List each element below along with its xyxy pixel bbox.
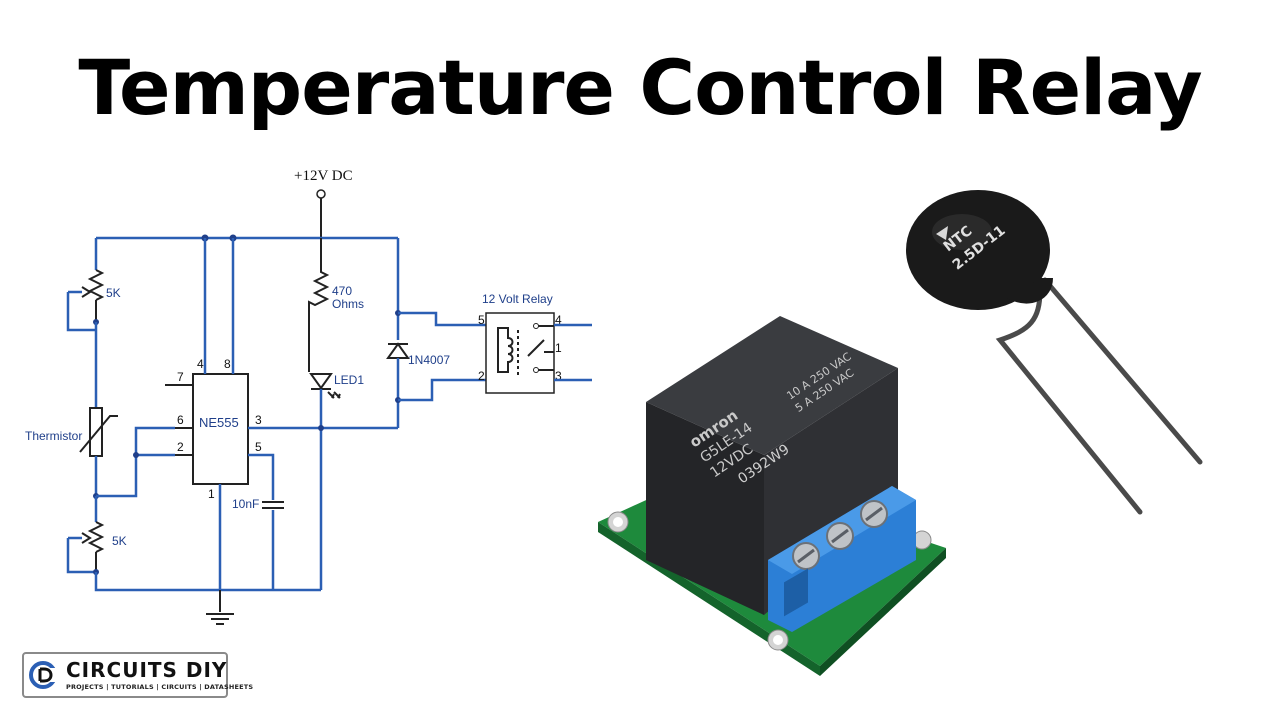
relay-coil: [497, 327, 514, 373]
ntc-triangle-mark: [936, 226, 948, 240]
logo-name: CIRCUITS DIY: [66, 658, 228, 682]
relay-pin-2: 2: [478, 369, 485, 383]
relay-contact: [533, 367, 539, 373]
pot-bottom-wiper-wire: [66, 536, 96, 574]
ic-pin-2: 2: [177, 440, 184, 454]
ic-pin-8: 8: [224, 357, 231, 371]
thermistor-label: Thermistor: [25, 429, 82, 443]
thermistor-slash: [79, 415, 118, 453]
circuit-logo-icon: [29, 661, 58, 689]
led-light-arrows: [327, 391, 341, 399]
pot-top-label: 5K: [106, 286, 121, 300]
thermistor-neck: [1005, 276, 1053, 304]
relay-top: [646, 316, 898, 455]
relay-pin-1: 1: [555, 341, 562, 355]
terminal-slot: [784, 568, 808, 617]
relay-label: 12 Volt Relay: [482, 292, 553, 306]
ic-pin-4: 4: [197, 357, 204, 371]
ne555-chip: [192, 373, 249, 485]
capacitor-label: 10nF: [232, 497, 259, 511]
resistor-unit: Ohms: [332, 297, 364, 311]
thermistor-highlight: [932, 214, 992, 250]
resistor-value: 470: [332, 284, 352, 298]
mounting-hole: [613, 517, 623, 527]
ic-pin-5: 5: [255, 440, 262, 454]
junction-dot: [133, 452, 139, 458]
ground-rail-wire: [94, 572, 321, 592]
circuit-schematic: +12V DC 5K Thermistor 5K: [25, 168, 592, 625]
wire-pin5: [248, 453, 275, 500]
wire-pin6: [96, 426, 175, 498]
screw-slot: [865, 506, 883, 522]
ic-pin-1: 1: [208, 487, 215, 501]
relay-pin-4: 4: [555, 313, 562, 327]
relay-front: [646, 402, 764, 615]
pot-top-symbol: [87, 269, 105, 301]
relay-pin-5: 5: [478, 313, 485, 327]
diode-symbol: [386, 342, 410, 359]
screw-slot: [831, 528, 849, 544]
pot-top-wiper-wire: [66, 290, 96, 332]
wire-relay-5: [398, 311, 486, 327]
pot-bottom-label: 5K: [112, 534, 127, 548]
ic-pin-7: 7: [177, 370, 184, 384]
thermistor-leg: [1042, 277, 1203, 465]
led-label: LED1: [334, 373, 364, 387]
ground-symbol: [206, 590, 234, 625]
ic-pin-3: 3: [255, 413, 262, 427]
supply-terminal: [316, 189, 326, 199]
relay-switch: [527, 325, 554, 371]
led-symbol: [309, 373, 333, 390]
pcb-edge: [820, 548, 946, 676]
relay-module-photo: omron G5LE-14 12VDC 10 A 250 VAC 5 A 250…: [598, 316, 946, 676]
circuits-diy-logo[interactable]: CIRCUITS DIY PROJECTS | TUTORIALS | CIRC…: [22, 652, 253, 698]
relay-contact: [533, 323, 539, 329]
supply-label: +12V DC: [294, 168, 353, 184]
ntc-thermistor-photo: NTC 2.5D-11: [906, 190, 1203, 515]
page-title: Temperature Control Relay: [78, 43, 1202, 132]
relay-pin-3: 3: [555, 369, 562, 383]
diode-label: 1N4007: [408, 353, 450, 367]
ic-label: NE555: [199, 415, 239, 430]
mounting-hole: [773, 635, 783, 645]
thermistor-leg: [995, 287, 1143, 515]
wire-relay-2: [398, 378, 486, 402]
screw-slot: [797, 548, 815, 564]
pot-bottom-symbol: [87, 521, 105, 553]
pot-top-arrow: [81, 286, 92, 298]
junction-dot: [318, 425, 324, 431]
resistor-470-symbol: [308, 238, 330, 372]
ic-pin-6: 6: [177, 413, 184, 427]
logo-tagline: PROJECTS | TUTORIALS | CIRCUITS | DATASH…: [66, 683, 254, 691]
pot-bottom-arrow: [81, 532, 92, 544]
